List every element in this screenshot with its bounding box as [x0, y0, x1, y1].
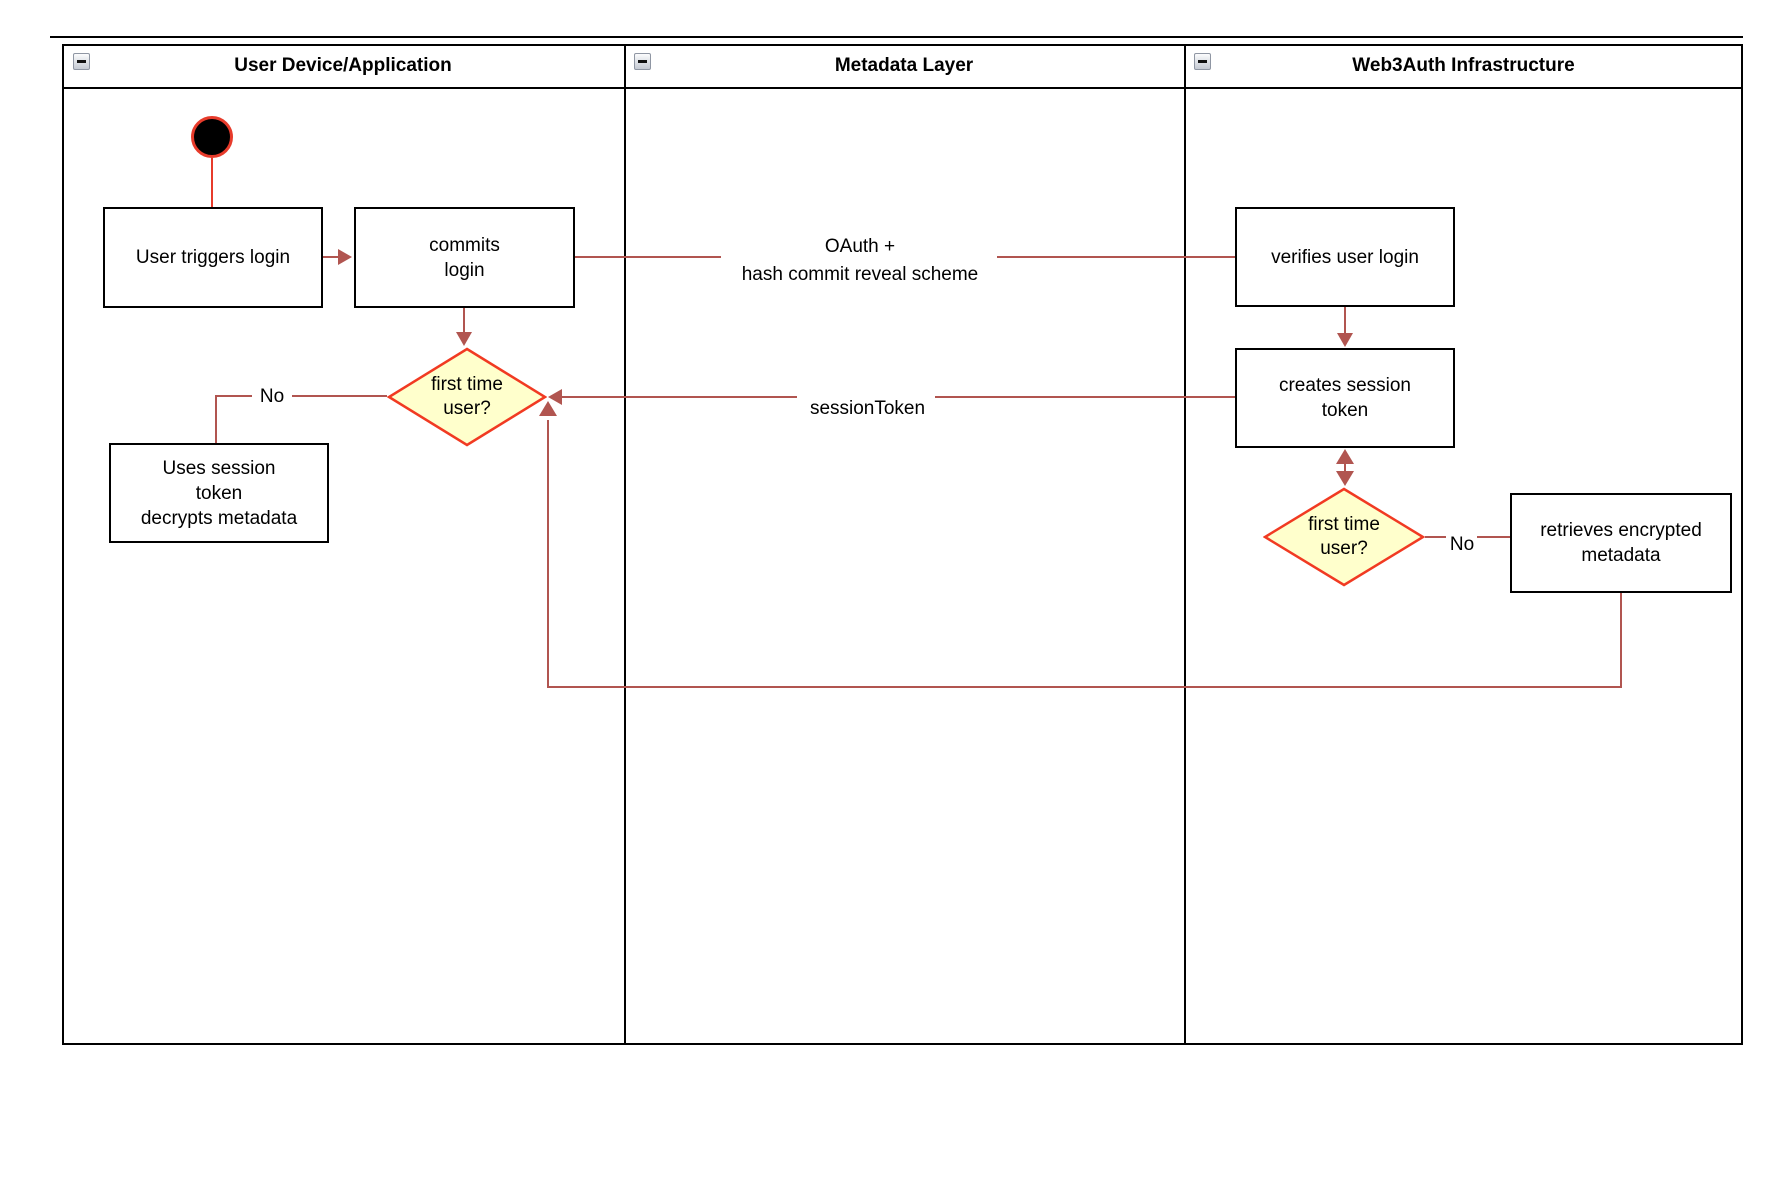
decision-first-time-user-infra[interactable]: first time user?: [1262, 487, 1426, 587]
edge-session-token-segment: [935, 396, 1235, 398]
edge-feedback-segment: [547, 420, 549, 688]
collapse-lane-icon[interactable]: [634, 53, 651, 70]
lane-header-user-device[interactable]: User Device/Application: [62, 44, 624, 88]
node-verifies-user-login[interactable]: verifies user login: [1235, 207, 1455, 307]
lane-header-web3auth-infra[interactable]: Web3Auth Infrastructure: [1184, 44, 1743, 88]
edge-feedback-segment: [547, 686, 1622, 688]
arrowhead-down-icon: [1336, 471, 1354, 486]
node-user-triggers-login[interactable]: User triggers login: [103, 207, 323, 308]
edge-oauth-segment: [997, 256, 1235, 258]
decision-label: first time user?: [431, 374, 503, 419]
decision-diamond-shape: [1262, 487, 1426, 587]
lane-header-bottom-border: [62, 87, 1743, 89]
decision-label: first time user?: [1308, 514, 1380, 559]
outer-top-border: [50, 36, 1743, 38]
lane-title-web3auth-infra: Web3Auth Infrastructure: [1352, 55, 1575, 76]
node-commits-login[interactable]: commits login: [354, 207, 575, 308]
edge-no-app-segment: [292, 395, 387, 397]
node-uses-session-token[interactable]: Uses session token decrypts metadata: [109, 443, 329, 543]
lane-title-metadata-layer: Metadata Layer: [834, 55, 974, 76]
edge-label-session-token: sessionToken: [790, 398, 945, 420]
edge-start-to-login: [211, 158, 213, 207]
collapse-lane-icon[interactable]: [1194, 53, 1211, 70]
edge-no-app-segment: [215, 395, 217, 443]
node-label: Uses session token decrypts metadata: [140, 457, 298, 529]
node-label: retrieves encrypted metadata: [1540, 520, 1702, 566]
arrowhead-down-icon: [1337, 333, 1353, 347]
edge-oauth-segment: [575, 256, 721, 258]
edge-feedback-segment: [1620, 593, 1622, 688]
edge-session-token-segment: [560, 396, 797, 398]
pool-frame: [62, 44, 1743, 1045]
edge-no-app-segment: [215, 395, 252, 397]
lane-divider-2: [1184, 44, 1186, 1045]
arrowhead-up-icon: [1336, 449, 1354, 464]
edge-login-to-commits: [323, 256, 341, 258]
lane-header-metadata-layer[interactable]: Metadata Layer: [624, 44, 1184, 88]
node-label: verifies user login: [1271, 246, 1419, 268]
edge-label-no-infra: No: [1449, 534, 1475, 555]
start-node[interactable]: [191, 116, 233, 158]
node-retrieves-encrypted-metadata[interactable]: retrieves encrypted metadata: [1510, 493, 1732, 593]
arrowhead-right-icon: [338, 249, 352, 265]
edge-verifies-to-creates: [1344, 307, 1346, 335]
node-label: User triggers login: [135, 247, 291, 268]
edge-label-oauth: OAuth + hash commit reveal scheme: [741, 236, 979, 285]
edge-commits-to-decision: [463, 308, 465, 334]
decision-diamond-shape: [386, 347, 548, 447]
collapse-lane-icon[interactable]: [73, 53, 90, 70]
lane-divider-1: [624, 44, 626, 1045]
edge-creates-to-decision: [1344, 452, 1346, 484]
node-label: creates session token: [1278, 375, 1411, 421]
edge-no-infra-segment: [1477, 536, 1510, 538]
node-label: commits login: [429, 234, 500, 281]
node-creates-session-token[interactable]: creates session token: [1235, 348, 1455, 448]
edge-no-infra-segment: [1425, 536, 1446, 538]
lane-title-user-device: User Device/Application: [234, 55, 452, 76]
arrowhead-down-icon: [456, 332, 472, 346]
decision-first-time-user-app[interactable]: first time user?: [386, 347, 548, 447]
arrowhead-up-icon: [539, 401, 557, 416]
edge-label-no-app: No: [259, 386, 285, 407]
